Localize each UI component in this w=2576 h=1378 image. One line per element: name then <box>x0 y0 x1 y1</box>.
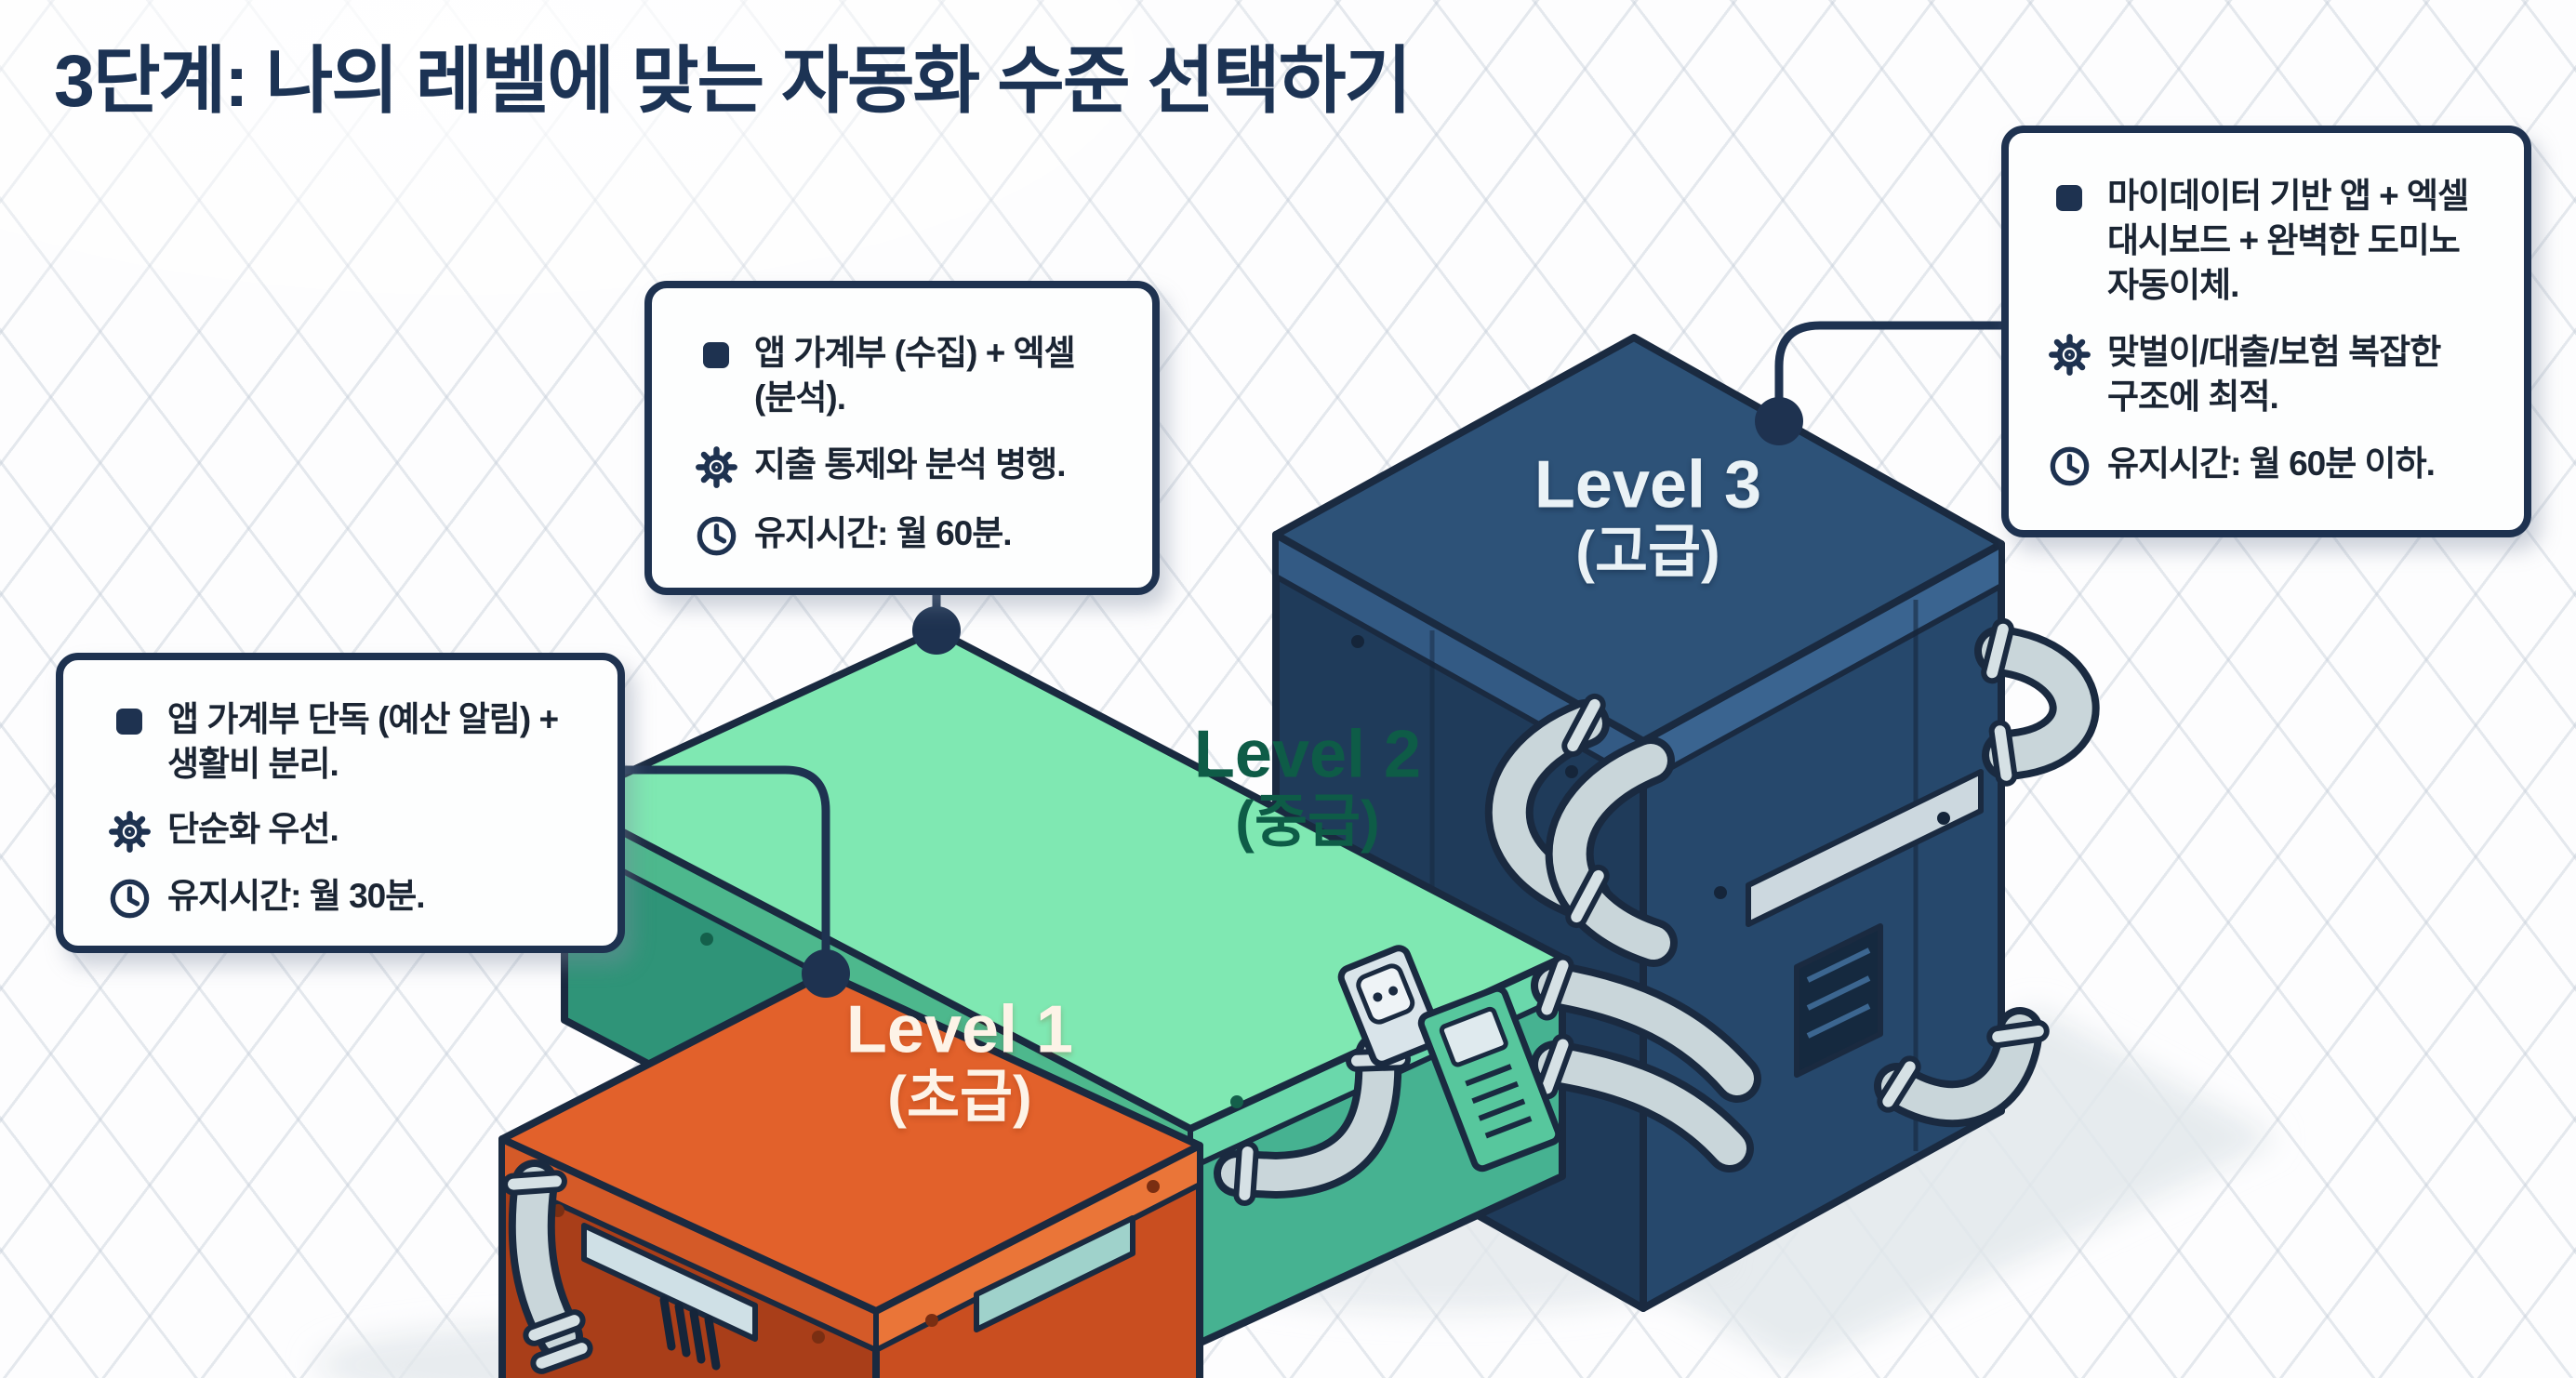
level2-label: Level 2 (중급) <box>1193 717 1422 855</box>
level1-top-face <box>498 970 1203 1315</box>
level3-vent <box>1794 923 1883 1078</box>
connector-dot-level2 <box>912 606 961 655</box>
square-bullet-icon <box>687 331 745 369</box>
callout-item: 앱 가계부 (수집) + 엑셀 (분석). <box>687 331 1132 420</box>
callout-item: 마이데이터 기반 앱 + 엑셀 대시보드 + 완벽한 도미노 자동이체. <box>2040 174 2505 308</box>
callout-text: 단순화 우선. <box>167 810 339 849</box>
level1-name: Level 1 <box>845 992 1074 1067</box>
level1-label: Level 1 (초급) <box>845 992 1074 1130</box>
clock-icon <box>2040 442 2098 488</box>
connector-dot-level3 <box>1755 397 1803 445</box>
square-bullet-icon <box>2040 174 2098 212</box>
callout-item: 유지시간: 월 60분 이하. <box>2040 442 2505 488</box>
callout-level-2: 앱 가계부 (수집) + 엑셀 (분석). 지출 통제와 분석 병행. 유지시간… <box>644 281 1160 595</box>
level3-name: Level 3 <box>1534 447 1762 523</box>
level3-slot-bar <box>1746 769 1984 927</box>
callout-item: 지출 통제와 분석 병행. <box>687 443 1132 489</box>
level1-grade: (초급) <box>887 1065 1032 1130</box>
level2-name: Level 2 <box>1193 717 1422 792</box>
clock-icon <box>100 874 158 921</box>
level3-pipes <box>1874 617 2100 1128</box>
gear-icon <box>687 443 745 489</box>
square-bullet-icon <box>100 697 158 735</box>
connector-level1 <box>625 765 830 974</box>
connector-level3 <box>1774 321 2001 421</box>
level1-left-slot <box>581 1223 758 1342</box>
clock-icon <box>687 511 745 558</box>
callout-item: 유지시간: 월 30분. <box>100 874 593 921</box>
level2-grade: (중급) <box>1235 789 1380 855</box>
level3-label: Level 3 (고급) <box>1534 447 1762 585</box>
callout-item: 단순화 우선. <box>100 807 593 854</box>
level2-level3-pipes <box>1484 693 1761 1173</box>
level1-box <box>498 970 1203 1378</box>
gear-icon <box>2040 330 2098 377</box>
level3-grade: (고급) <box>1575 520 1720 585</box>
gear-icon <box>100 807 158 854</box>
callout-item: 유지시간: 월 60분. <box>687 511 1132 558</box>
kiosk-device <box>1417 985 1562 1173</box>
callout-text: 앱 가계부 (수집) + 엑셀 (분석). <box>754 334 1076 417</box>
callout-text: 유지시간: 월 30분. <box>167 877 426 916</box>
page-title: 3단계: 나의 레벨에 맞는 자동화 수준 선택하기 <box>54 39 1412 122</box>
callout-connectors <box>625 321 2001 998</box>
callout-text: 지출 통제와 분석 병행. <box>754 445 1066 484</box>
callout-text: 유지시간: 월 60분. <box>754 514 1013 553</box>
outlet-device <box>1337 945 1443 1067</box>
callout-text: 맞벌이/대출/보험 복잡한 구조에 최적. <box>2107 333 2441 417</box>
callout-level-3: 마이데이터 기반 앱 + 엑셀 대시보드 + 완벽한 도미노 자동이체. 맞벌이… <box>2001 126 2531 537</box>
connector-dot-level1 <box>802 949 850 998</box>
level1-right-slot <box>974 1215 1135 1332</box>
callout-text: 마이데이터 기반 앱 + 엑셀 대시보드 + 완벽한 도미노 자동이체. <box>2107 177 2469 305</box>
callout-item: 맞벌이/대출/보험 복잡한 구조에 최적. <box>2040 330 2505 419</box>
level1-pipe <box>502 1159 593 1374</box>
level2-top-face <box>561 627 1566 1133</box>
callout-text: 유지시간: 월 60분 이하. <box>2107 444 2436 484</box>
callout-item: 앱 가계부 단독 (예산 알림) + 생활비 분리. <box>100 697 593 787</box>
callout-text: 앱 가계부 단독 (예산 알림) + 생활비 분리. <box>167 700 559 784</box>
callout-level-1: 앱 가계부 단독 (예산 알림) + 생활비 분리. 단순화 우선. 유지시간:… <box>56 653 625 953</box>
